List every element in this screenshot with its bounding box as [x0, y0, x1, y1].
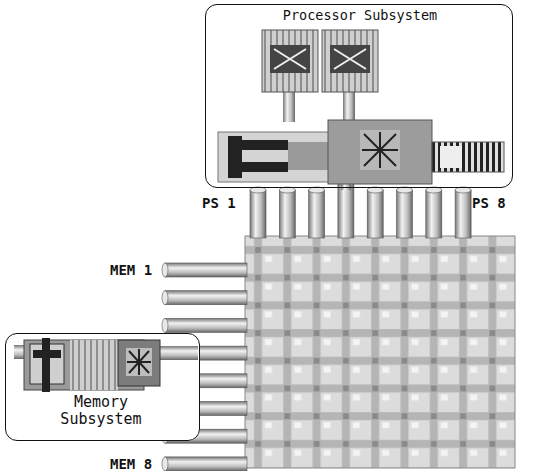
processor-illustration-part: [288, 142, 330, 170]
pipe-cap: [162, 457, 168, 471]
bus-pipe: [338, 183, 354, 238]
bus-label: PS 8: [472, 195, 506, 211]
bus-pipe: [165, 457, 247, 471]
processor-illustration-part: [274, 49, 306, 69]
bus-pipe: [279, 190, 295, 238]
pipe-cap: [162, 291, 168, 305]
bus-pipe: [165, 263, 247, 277]
processor-illustration-part: [440, 146, 462, 168]
bus-pipe: [165, 318, 247, 332]
memory-illustration-part: [70, 340, 118, 390]
bus-label: MEM 1: [110, 262, 152, 278]
subsystem-title: Memory Subsystem: [51, 394, 151, 428]
processor-subsystem: Processor Subsystem: [205, 4, 513, 188]
bus-label: MEM 8: [110, 456, 152, 471]
pipe-cap: [162, 263, 168, 277]
processor-illustration-part: [228, 140, 288, 150]
memory-subsystem: Memory Subsystem: [5, 333, 200, 441]
processor-illustration-part: [228, 162, 288, 172]
pipe-cap: [162, 318, 168, 332]
processor-illustration-part: [328, 120, 432, 184]
memory-illustration-part: [118, 340, 160, 386]
processor-illustration: [218, 30, 504, 190]
memory-illustration-part: [126, 348, 152, 376]
crossbar-grid: [245, 236, 515, 468]
processor-illustration-part: [432, 142, 504, 172]
memory-illustration-part: [33, 350, 61, 358]
bus-pipe: [367, 190, 383, 238]
processor-illustration-part: [283, 92, 295, 122]
bus-pipe: [455, 190, 471, 238]
processor-illustration-part: [330, 45, 370, 73]
processor-illustration-part: [270, 45, 310, 73]
bus-pipe: [165, 291, 247, 305]
processor-illustration-part: [334, 49, 366, 69]
bus-pipe: [426, 190, 442, 238]
subsystem-title: Processor Subsystem: [206, 8, 514, 23]
memory-illustration-part: [127, 349, 151, 375]
bus-pipe: [397, 190, 413, 238]
memory-illustration-part: [42, 338, 50, 392]
memory-illustration: [14, 338, 198, 392]
bus-pipe: [309, 190, 325, 238]
processor-illustration-part: [343, 92, 355, 122]
processor-illustration-part: [362, 132, 398, 168]
processor-illustration-part: [322, 30, 378, 92]
pipes: [162, 180, 471, 471]
processor-illustration-part: [360, 130, 400, 170]
bus-label: PS 1: [202, 195, 236, 211]
processor-illustration-part: [262, 30, 318, 92]
processor-illustration-part: [218, 132, 330, 182]
bus-pipe: [250, 190, 266, 238]
memory-ground: [5, 333, 200, 441]
